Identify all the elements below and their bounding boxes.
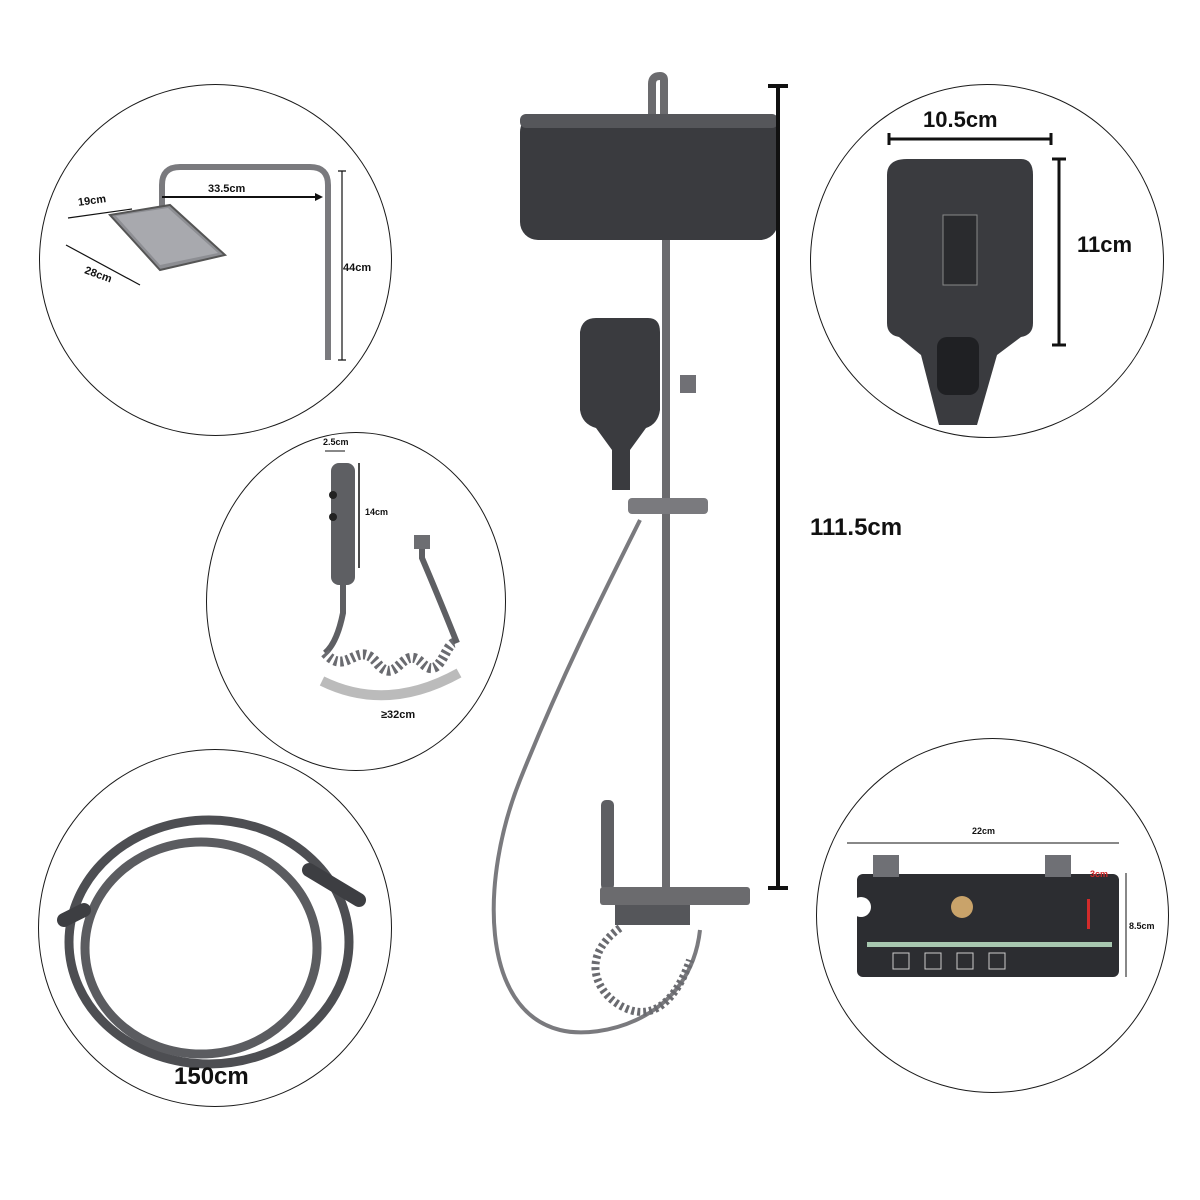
coil-hose-main [591,924,694,1016]
slide-bracket [628,498,708,514]
bidet-sprayer-panel: 2.5cm 14cm ≥32cm [206,432,506,771]
overhead-shower-head-icon [520,114,778,240]
handheld-head-icon [887,159,1033,425]
bidet-illustration [319,450,462,701]
valve-inlet-icon [951,896,973,918]
overhead-illustration [65,164,346,361]
hose-end-connector [302,863,366,907]
valve-height-label: 8.5cm [1129,921,1155,931]
hose-panel: 150cm [38,749,392,1107]
hose-illustration [57,815,366,1069]
diameter-label: 2.5cm [323,437,349,447]
valve-illustration [847,842,1127,977]
valve-width-label: 22cm [972,826,996,836]
valve-depth-label: 3cm [1090,869,1109,879]
handheld-shower-icon [580,318,660,490]
width-dimension-line [67,208,133,219]
top-arm [648,71,668,118]
mode-icon-2 [924,952,942,970]
coil-arrow [319,668,462,701]
handheld-head-panel: 10.5cm 11cm [810,84,1164,438]
mode-icon-1 [892,952,910,970]
shower-arm [159,164,331,360]
bidet-sprayer-icon-main [601,800,614,890]
hose-length-label: 150cm [174,1063,249,1090]
handheld-height-label: 11cm [1077,232,1133,257]
coil-length-label: ≥32cm [381,709,416,721]
arm-label: 33.5cm [208,183,246,195]
overall-height-label: 111.5cm [810,514,903,541]
hose-coil-icon [64,815,354,1069]
bidet-sprayer-icon [331,463,355,585]
shower-hose [491,519,702,1035]
valve-panel: 22cm 3cm 8.5cm [816,738,1169,1093]
valve-body-icon [857,874,1119,977]
handheld-width-label: 10.5cm [923,107,998,132]
length-dimension-line [65,244,141,286]
coil-hose-icon [321,637,459,676]
drop-label: 44cm [343,262,372,274]
valve-shelf [600,887,750,905]
overhead-dimensions-panel: 33.5cm 19cm 28cm 44cm [39,84,392,436]
sprayer-length-label: 14cm [365,507,389,517]
handheld-illustration [887,133,1066,425]
mode-icon-4 [988,952,1006,970]
mode-icon-3 [956,952,974,970]
